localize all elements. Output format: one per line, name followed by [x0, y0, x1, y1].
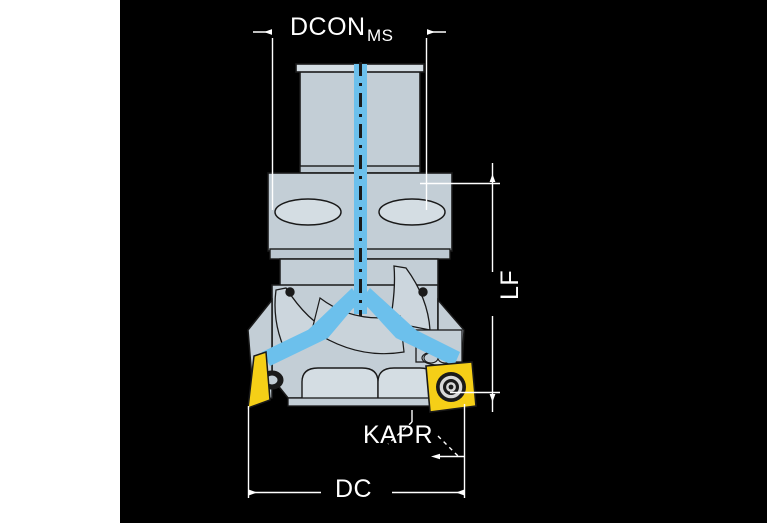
dimension-label-dcon: DCON [290, 13, 366, 41]
body-screw-hole-right [418, 287, 428, 297]
indexable-insert-left [247, 350, 271, 410]
drawing-canvas: DCON MS LF DC KAPR [120, 0, 767, 523]
dimension-lf [420, 163, 500, 412]
dimension-label-dc: DC [335, 475, 373, 503]
body-screw-hole-left [285, 287, 295, 297]
drawing-stage: DCON MS LF DC KAPR [120, 0, 767, 523]
dimension-label-lf: LF [496, 269, 524, 300]
drive-slot-left [274, 198, 342, 226]
dimension-label-kapr: KAPR [363, 421, 434, 449]
dimension-label-dcon-subscript: MS [367, 26, 394, 45]
dimension-annotations [247, 29, 500, 498]
dimension-dcon-ms [253, 29, 446, 210]
indexable-insert-right [425, 361, 477, 413]
dimension-dc [247, 404, 466, 498]
tool-drawing-svg [247, 29, 500, 498]
internal-coolant-channel [262, 64, 460, 366]
dimension-kapr [387, 410, 464, 460]
bottom-pocket-left [301, 367, 379, 401]
tool-assembly [247, 62, 477, 413]
drive-slot-right [378, 198, 446, 226]
